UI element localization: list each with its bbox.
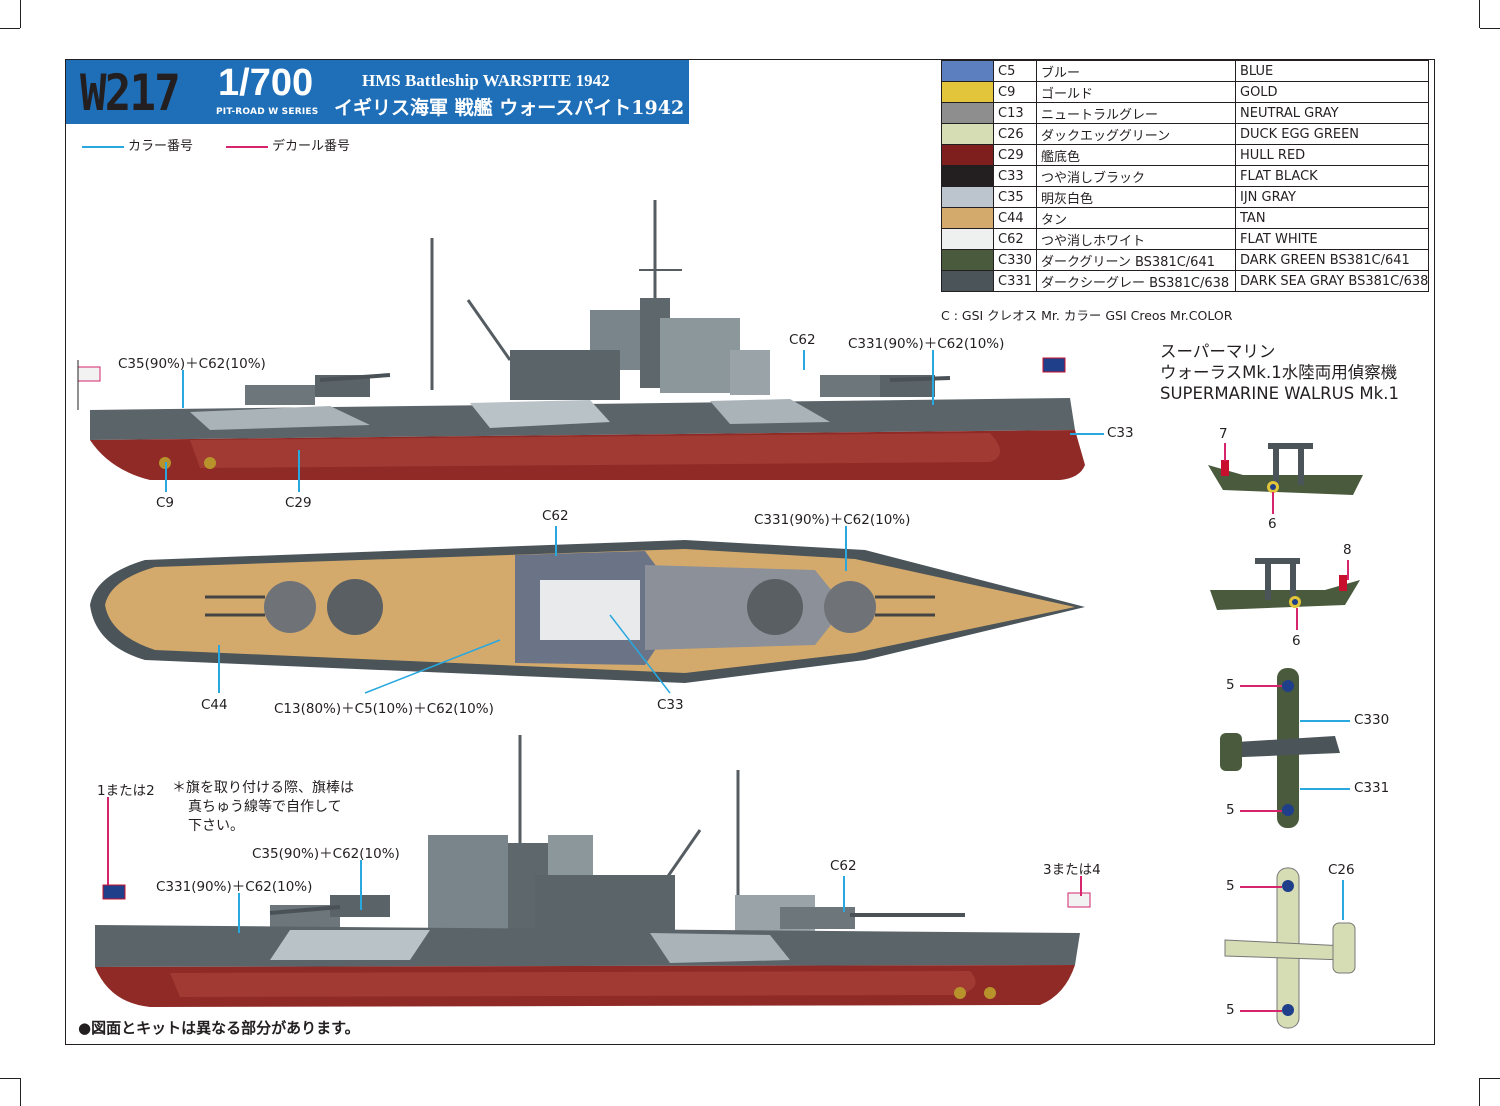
- color-name-en: NEUTRAL GRAY: [1234, 102, 1430, 124]
- ship-side-view-top: [77, 200, 1085, 480]
- label-c331-mix-bottom: C331(90%)＋C62(10%): [156, 879, 313, 895]
- color-name-en: GOLD: [1234, 81, 1430, 103]
- color-swatch: [941, 102, 994, 124]
- color-code: C26: [993, 123, 1037, 145]
- drawing-disclaimer: ●図面とキットは異なる部分があります。: [78, 1019, 360, 1037]
- crop-mark: [20, 1078, 21, 1106]
- color-swatch: [941, 123, 994, 145]
- color-name-jp: ブルー: [1036, 60, 1236, 82]
- title-banner: W217 1/700 PIT-ROAD W SERIES HMS Battles…: [66, 60, 689, 124]
- decal-5c: 5: [1226, 878, 1235, 894]
- decal-5d: 5: [1226, 1002, 1235, 1018]
- color-name-en: DUCK EGG GREEN: [1234, 123, 1430, 145]
- series-label: PIT-ROAD W SERIES: [216, 107, 319, 117]
- decal-5b: 5: [1226, 802, 1235, 818]
- color-name-en: DARK GREEN BS381C/641: [1234, 249, 1430, 271]
- crop-mark: [1480, 28, 1500, 29]
- decal-7: 7: [1219, 426, 1228, 442]
- decal-5a: 5: [1226, 677, 1235, 693]
- label-flag-left: 1または2: [97, 783, 155, 799]
- crop-mark: [1479, 0, 1480, 28]
- color-name-jp: ダークグリーン BS381C/641: [1036, 249, 1236, 271]
- decal-6b: 6: [1292, 633, 1301, 649]
- color-note: C : GSI クレオス Mr. カラー GSI Creos Mr.COLOR: [941, 308, 1233, 323]
- label-c62-plan: C62: [542, 508, 569, 524]
- walrus-side-right: [1210, 558, 1360, 610]
- scale-label: 1/700: [218, 62, 314, 104]
- label-c35-mix-bottom: C35(90%)＋C62(10%): [252, 846, 400, 862]
- walrus-side-left: [1208, 443, 1363, 495]
- color-name-jp: つや消しブラック: [1036, 165, 1236, 187]
- crop-mark: [1480, 1078, 1500, 1079]
- ship-side-view-bottom: [95, 735, 1091, 1007]
- color-name-en: BLUE: [1234, 60, 1430, 82]
- flag-note: ＊旗を取り付ける際、旗棒は 真ちゅう線等で自作して 下さい。: [172, 780, 354, 834]
- label-c331-mix-top: C331(90%)＋C62(10%): [848, 336, 1005, 352]
- label-c13-mix-plan: C13(80%)＋C5(10%)＋C62(10%): [274, 701, 494, 717]
- decal-6a: 6: [1268, 516, 1277, 532]
- title-japanese: イギリス海軍 戦艦 ウォースパイト1942: [334, 97, 685, 119]
- crop-mark: [0, 1078, 20, 1079]
- walrus-title: スーパーマリン ウォーラスMk.1水陸両用偵察機 SUPERMARINE WAL…: [1160, 342, 1399, 403]
- crop-mark: [1479, 1078, 1480, 1106]
- crop-mark: [0, 28, 20, 29]
- label-c62-top: C62: [789, 332, 816, 348]
- label-c26: C26: [1328, 862, 1355, 878]
- label-flag-right: 3または4: [1043, 862, 1101, 878]
- color-name-en: DARK SEA GRAY BS381C/638: [1234, 270, 1430, 292]
- label-c9-top: C9: [156, 495, 175, 511]
- color-swatch: [941, 207, 994, 229]
- color-name-jp: ダークシーグレー BS381C/638: [1036, 270, 1236, 292]
- legend-decal-number: デカール番号: [226, 135, 350, 154]
- label-c331-walrus: C331: [1354, 780, 1390, 796]
- legend-color-number: カラー番号: [82, 135, 193, 154]
- label-c44-plan: C44: [201, 697, 228, 713]
- color-name-en: FLAT WHITE: [1234, 228, 1430, 250]
- decal-8: 8: [1343, 542, 1352, 558]
- label-c35-mix-top: C35(90%)＋C62(10%): [118, 356, 266, 372]
- color-swatch: [941, 249, 994, 271]
- color-code: C29: [993, 144, 1037, 166]
- color-code: C62: [993, 228, 1037, 250]
- walrus-top-view: [1220, 668, 1340, 828]
- product-code: W217: [80, 64, 181, 122]
- walrus-bottom-view: [1224, 867, 1356, 1029]
- color-code: C13: [993, 102, 1037, 124]
- ship-plan-view: [90, 540, 1085, 683]
- label-c33-top: C33: [1107, 425, 1134, 441]
- title-english: HMS Battleship WARSPITE 1942: [362, 71, 610, 90]
- label-c33-plan: C33: [657, 697, 684, 713]
- label-c29-top: C29: [285, 495, 312, 511]
- label-c330: C330: [1354, 712, 1390, 728]
- sheet-frame: [65, 59, 1435, 1045]
- crop-mark: [20, 0, 21, 28]
- label-c62-bottom: C62: [830, 858, 857, 874]
- label-c331-mix-plan: C331(90%)＋C62(10%): [754, 512, 911, 528]
- color-swatch: [941, 270, 994, 292]
